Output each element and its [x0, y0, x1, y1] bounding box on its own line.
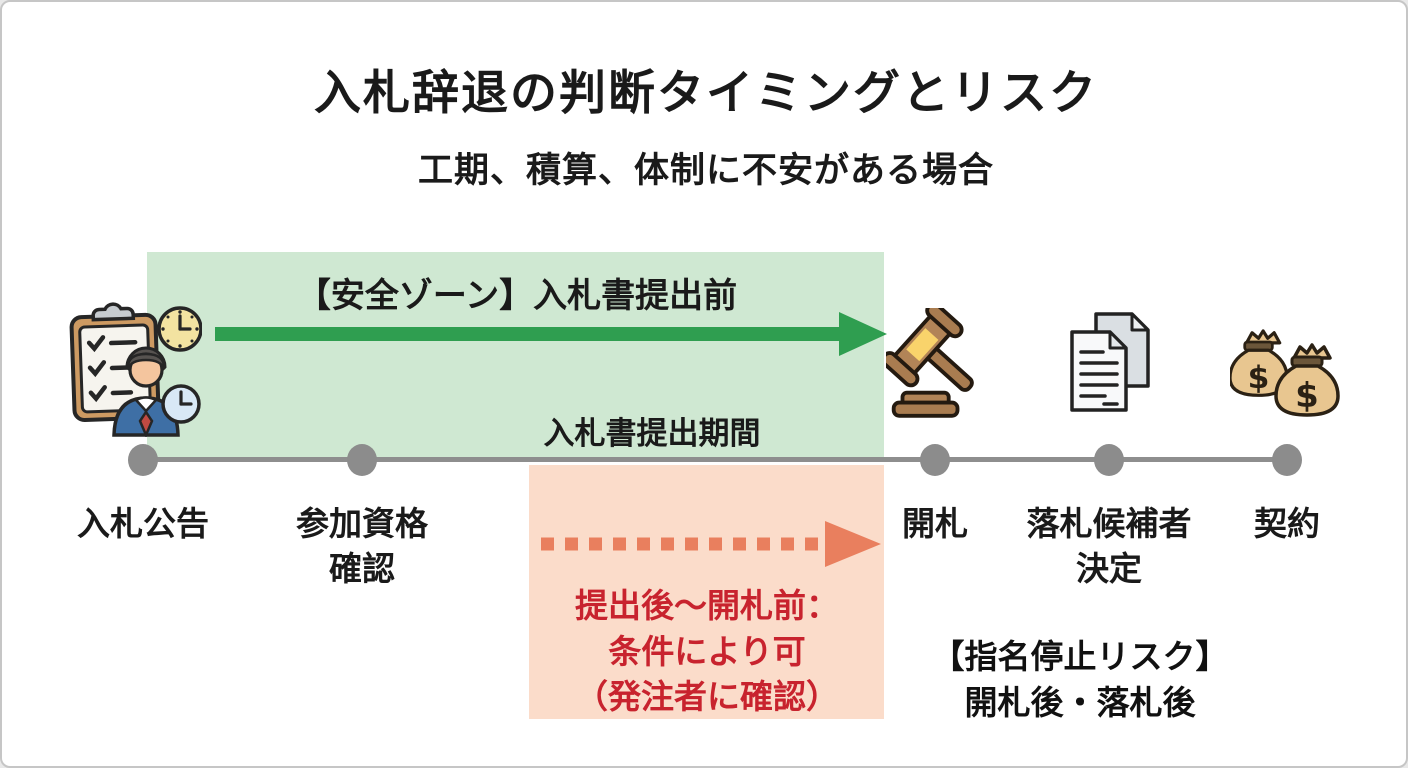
documents-icon: [1070, 312, 1150, 412]
conditional-zone: [529, 465, 884, 719]
timeline-dot: [1094, 444, 1124, 476]
timeline-dot: [347, 444, 377, 476]
timeline-label-contract: 契約: [1254, 505, 1320, 542]
safe-zone-label: 【安全ゾーン】入札書提出前: [296, 277, 738, 315]
page-title: 入札辞退の判断タイミングとリスク: [314, 66, 1098, 119]
submission-period-label: 入札書提出期間: [543, 416, 761, 451]
clipboard-schedule-icon: [69, 302, 202, 437]
timeline-dot: [1272, 444, 1302, 476]
timeline-label-winner-decision: 落札候補者 決定: [1026, 505, 1192, 587]
timeline-label-announcement: 入札公告: [77, 505, 209, 542]
timeline-dot: [920, 444, 950, 476]
timeline-label-qualification: 参加資格 確認: [296, 505, 428, 587]
safe-zone-arrow: [215, 312, 887, 356]
safe-zone: [147, 252, 884, 459]
suspension-risk-note: 【指名停止リスク】 開札後・落札後: [931, 638, 1229, 721]
conditional-arrow: [541, 521, 881, 567]
money-bags-icon: $: [1230, 329, 1340, 418]
timeline-label-bid-opening: 開札: [902, 505, 968, 542]
conditional-zone-note: 提出後〜開札前： 条件により可 （発注者に確認）: [575, 587, 839, 716]
gavel-icon: [886, 308, 974, 418]
page-subtitle: 工期、積算、体制に不安がある場合: [417, 151, 994, 190]
timeline-line: [143, 457, 1287, 462]
timeline-dot: [128, 444, 158, 476]
